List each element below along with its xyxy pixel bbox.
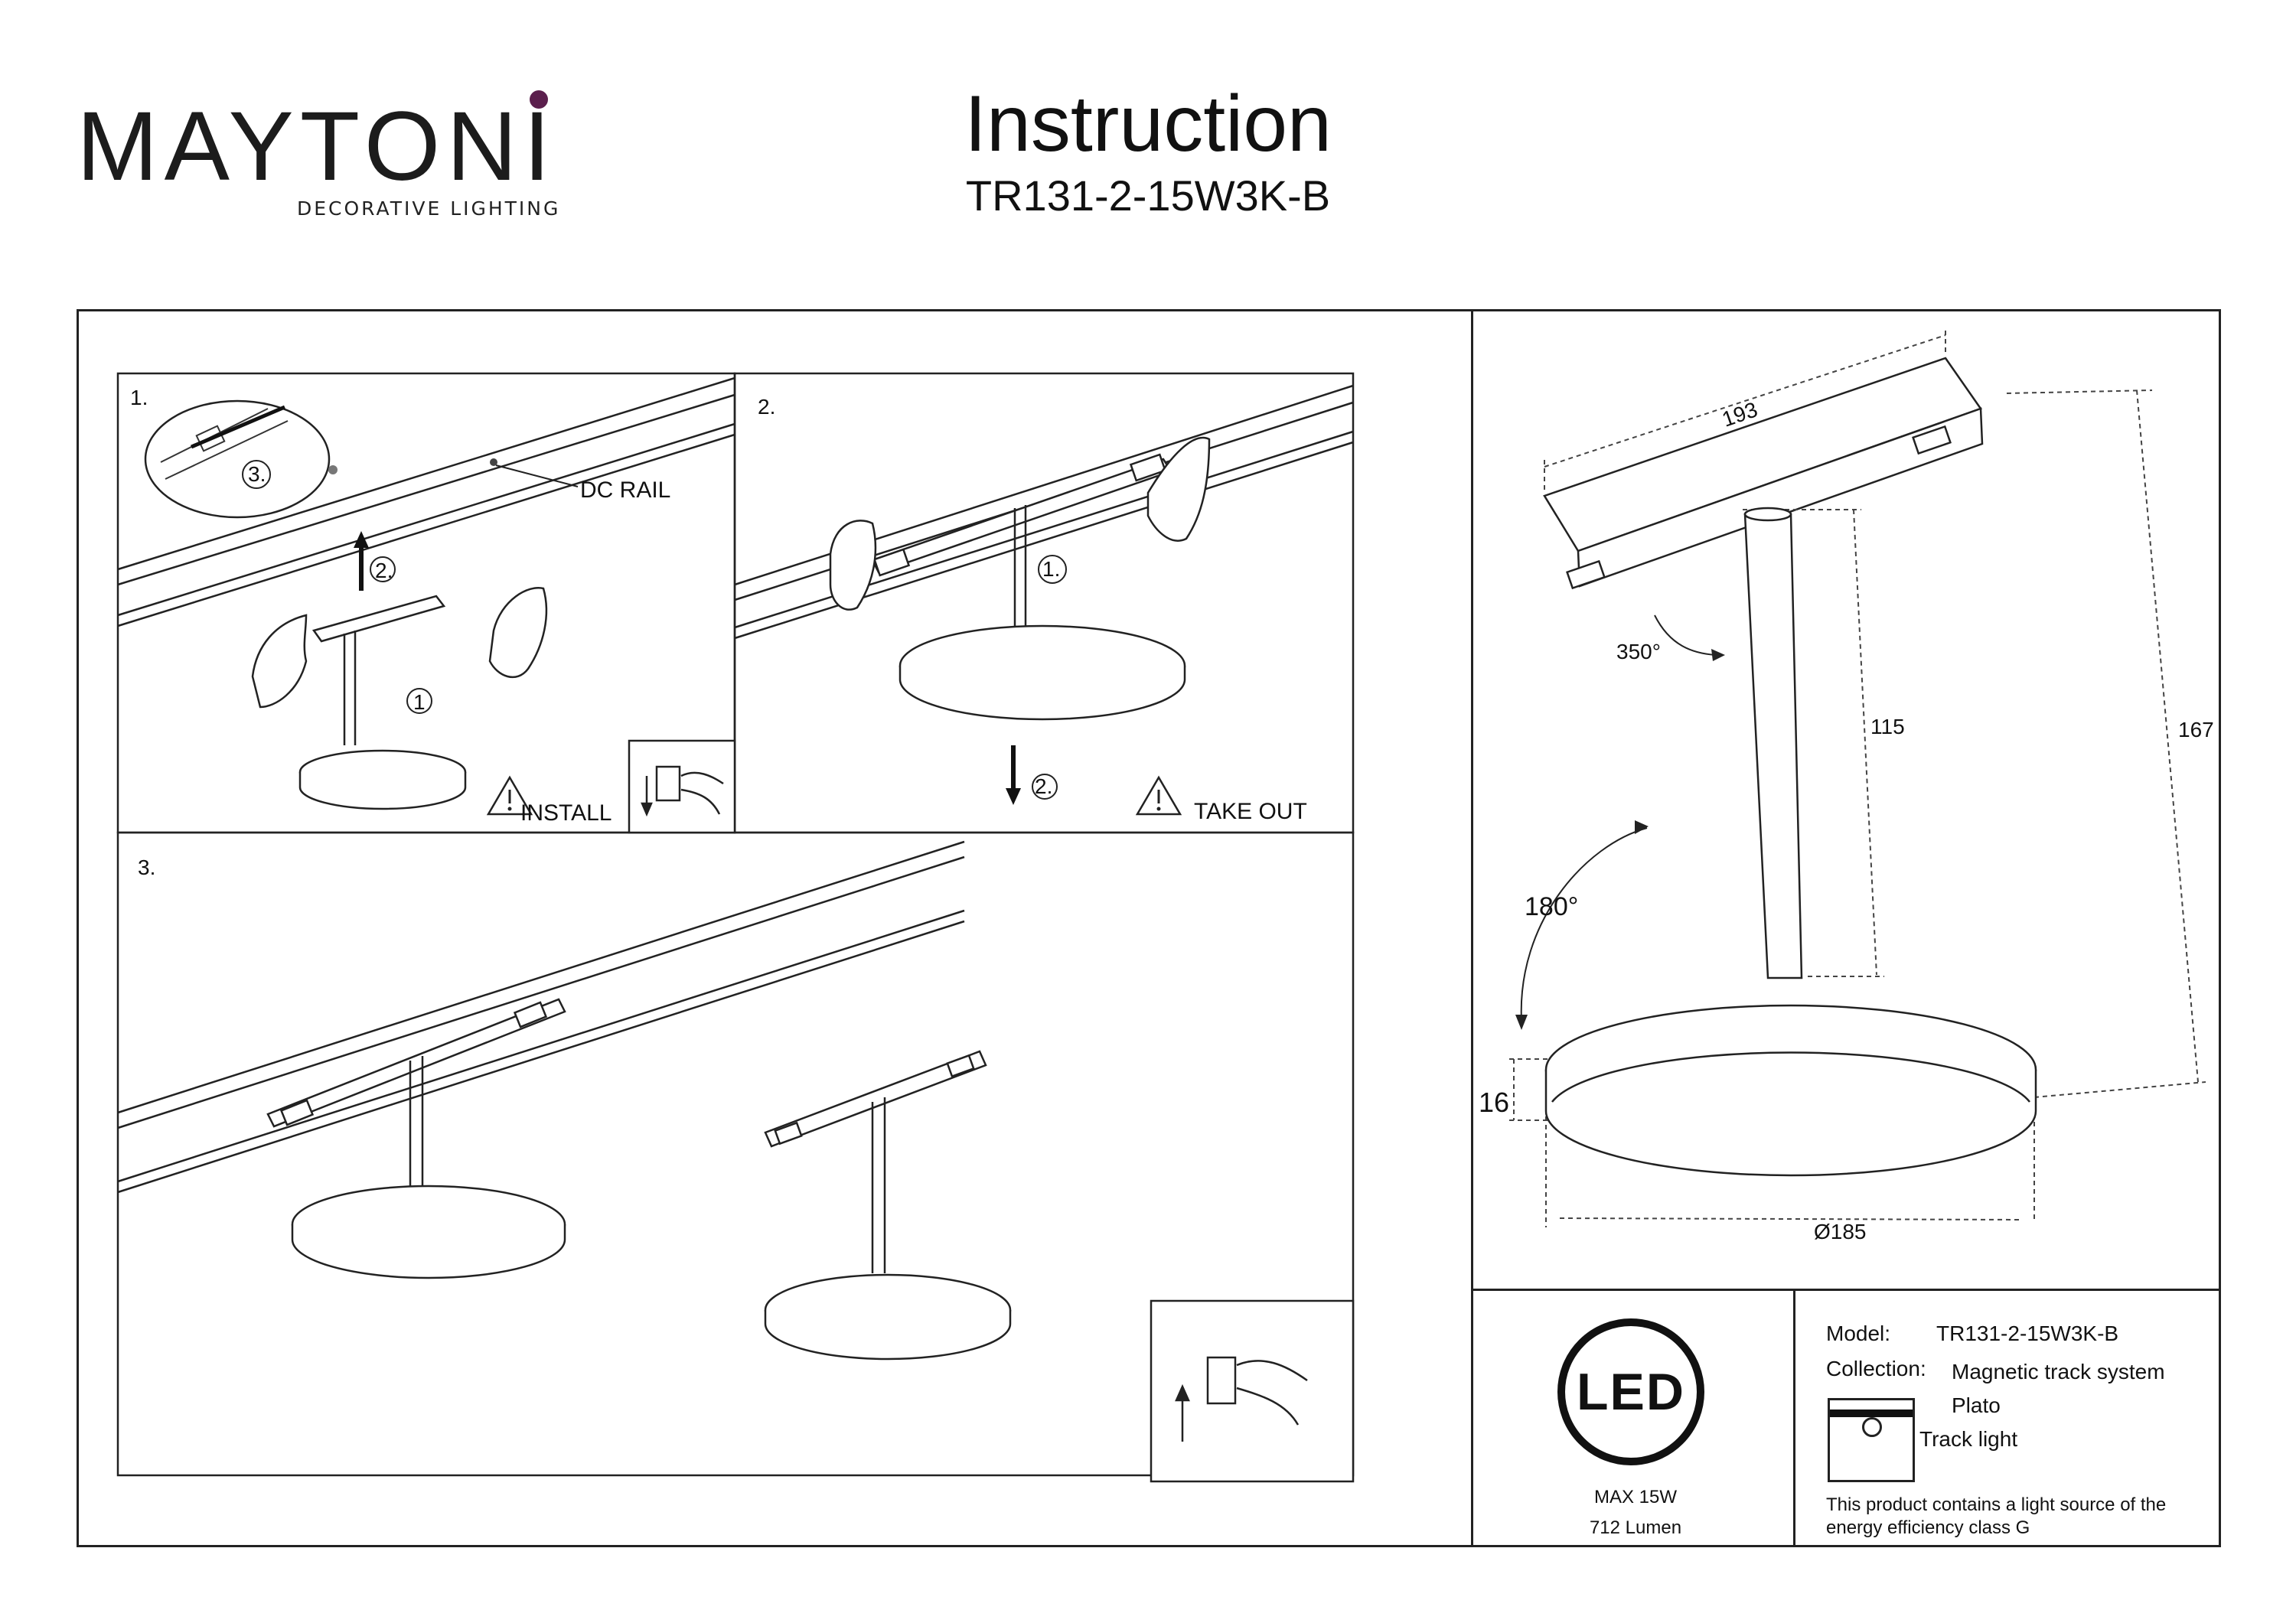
- track-light-icon: [1828, 1398, 1915, 1482]
- power-off-switch-icon: [641, 765, 724, 817]
- detail-arrow: [191, 405, 285, 449]
- dim-total-height: 167: [2178, 718, 2214, 741]
- step2-marker-2: 2.: [1035, 774, 1053, 798]
- step1-marker-1: 1: [413, 690, 426, 714]
- step3-loose-adapter: [764, 1050, 987, 1273]
- detail-zoom-circle: [144, 399, 331, 519]
- step2-number: 2.: [758, 395, 776, 419]
- rail-point: [490, 458, 497, 466]
- led-badge: LED: [1557, 1318, 1704, 1465]
- step1-disc: [298, 749, 467, 810]
- take-out-caption: TAKE OUT: [1194, 799, 1307, 824]
- brand-tagline: DECORATIVE LIGHTING: [297, 197, 561, 220]
- power-on-switch-icon: [1175, 1356, 1308, 1442]
- brand-logo-dot: [530, 90, 548, 109]
- dim-diameter: Ø185: [1814, 1220, 1867, 1243]
- dimension-drawing: [1509, 328, 2206, 1227]
- energy-note-line1: This product contains a light source of …: [1826, 1494, 2167, 1515]
- model-value: TR131-2-15W3K-B: [1936, 1322, 2119, 1345]
- collection-sub: Plato: [1952, 1393, 2001, 1417]
- left-hand-icon: [251, 614, 308, 709]
- dim-disc-height: 16: [1479, 1087, 1510, 1118]
- dim-tilt: 180°: [1525, 892, 1579, 921]
- step1-rail: [117, 376, 735, 627]
- step1-adapter: [311, 595, 446, 745]
- install-caption: INSTALL: [520, 800, 612, 826]
- step1-marker-2: 2.: [375, 559, 393, 582]
- dim-rotation: 350°: [1616, 640, 1661, 663]
- product-type: Track light: [1919, 1427, 2018, 1451]
- step1-marker-3: 3.: [248, 462, 266, 486]
- step3-number: 3.: [138, 855, 156, 879]
- model-label: Model:: [1826, 1322, 1891, 1345]
- power-on-inset: [1150, 1299, 1355, 1483]
- model-code: TR131-2-15W3K-B: [965, 171, 1331, 220]
- lumen-rating: 712 Lumen: [1589, 1517, 1682, 1538]
- page-title: Instruction: [964, 80, 1332, 168]
- dc-rail-label: DC RAIL: [580, 477, 671, 503]
- tilt-180-arrow: [1520, 827, 1648, 1022]
- disc: [1544, 1004, 2037, 1177]
- power-off-inset: [628, 739, 736, 834]
- step2-disc: [899, 624, 1186, 721]
- step1-number: 1.: [130, 386, 148, 409]
- steps-illustration: [116, 372, 1355, 1483]
- rotation-350-arrow: [1654, 614, 1717, 656]
- left-hand-icon: [829, 520, 877, 611]
- step3-mounted-adapter: [266, 998, 566, 1189]
- power-rating: MAX 15W: [1593, 1487, 1678, 1507]
- right-hand-icon: [1146, 436, 1211, 542]
- energy-note-line2: energy efficiency class G: [1826, 1517, 2030, 1538]
- collection-label: Collection:: [1826, 1357, 1926, 1380]
- right-hand-icon: [488, 587, 548, 678]
- dim-stem-height: 115: [1870, 715, 1905, 738]
- step2-marker-1: 1.: [1042, 557, 1061, 581]
- adapter-body: [1543, 357, 1984, 590]
- main-frame: [77, 309, 2221, 1547]
- led-badge-text: LED: [1577, 1363, 1685, 1421]
- dimensions-panel: [1471, 309, 2221, 1289]
- brand-logo: MAYTONI: [77, 92, 557, 201]
- step3-loose-disc: [764, 1273, 1012, 1361]
- collection-value: Magnetic track system: [1952, 1360, 2165, 1383]
- step2-adapter: [871, 453, 1172, 631]
- step2-panel: [733, 372, 1355, 834]
- led-panel: LED MAX 15W 712 Lumen: [1471, 1289, 1795, 1547]
- model-info-panel: Model: TR131-2-15W3K-B Collection: Magne…: [1795, 1289, 2221, 1547]
- step3-mounted-disc: [291, 1185, 566, 1279]
- step3-rail: [117, 840, 965, 1194]
- stem: [1743, 507, 1803, 979]
